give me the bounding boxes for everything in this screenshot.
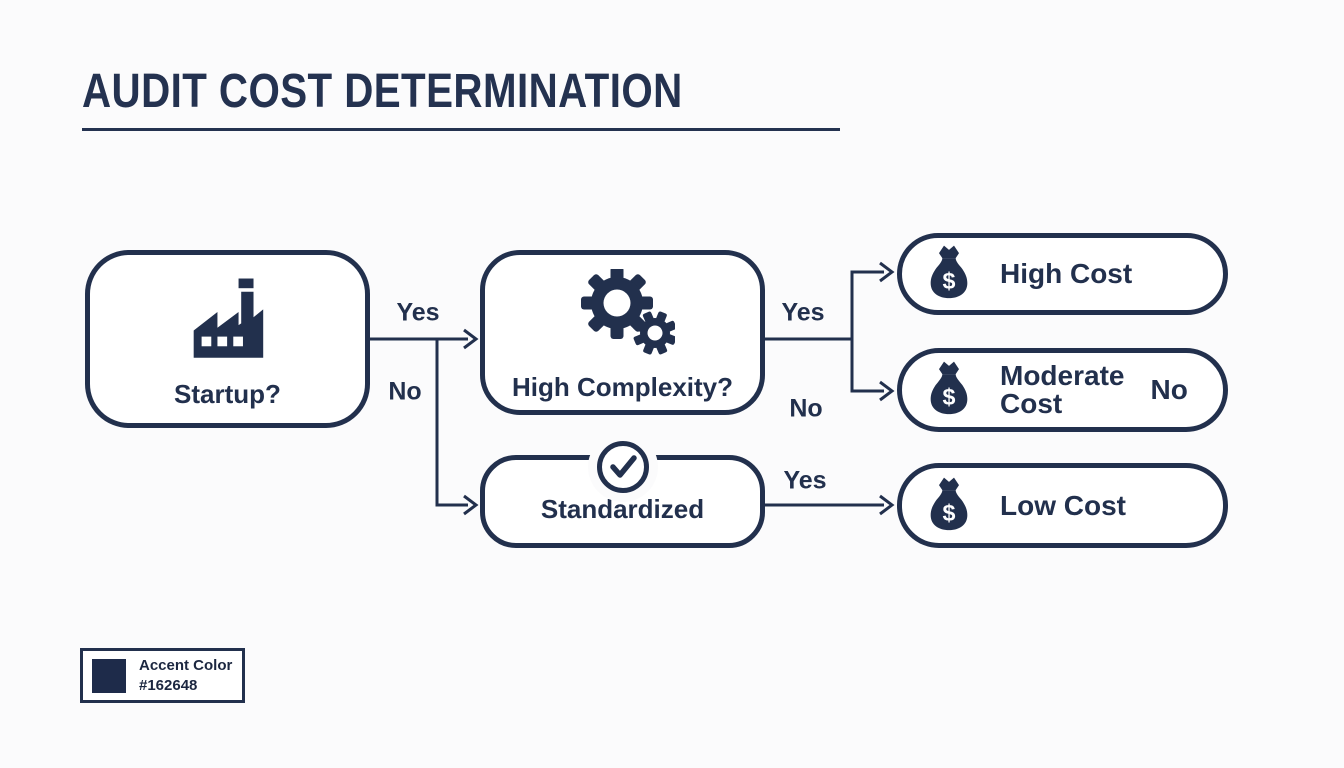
edge-startup-yes: [370, 328, 479, 350]
edge-label-complexity-no: No: [789, 394, 823, 423]
node-high-cost-label: High Cost: [1000, 258, 1133, 289]
edge-startup-no: [435, 339, 479, 516]
node-moderate-cost: $ Moderate Cost No: [897, 348, 1228, 432]
money-bag-icon: $: [924, 476, 974, 536]
node-standardized: Standardized: [480, 441, 765, 548]
title-underline: [82, 128, 840, 131]
node-high-cost: $ High Cost: [897, 233, 1228, 315]
money-bag-icon: $: [924, 360, 974, 420]
node-startup: Startup?: [85, 250, 370, 428]
svg-text:$: $: [943, 384, 956, 410]
node-high-complexity: High Complexity?: [480, 250, 765, 415]
edge-standardized-yes: [765, 494, 895, 516]
edge-label-standardized-yes: Yes: [783, 466, 827, 495]
node-low-cost: $ Low Cost: [897, 463, 1228, 548]
node-moderate-cost-side-label: No: [1150, 374, 1188, 405]
node-moderate-cost-label: Moderate Cost: [1000, 360, 1125, 419]
node-high-complexity-label: High Complexity?: [511, 372, 733, 402]
money-bag-icon: $: [924, 244, 974, 304]
legend-label: Accent Color: [139, 657, 233, 674]
factory-icon: [184, 278, 272, 365]
node-startup-label: Startup?: [174, 378, 281, 409]
legend-accent-color: Accent Color #162648: [80, 648, 245, 703]
svg-text:$: $: [943, 500, 956, 526]
page-title: AUDIT COST DETERMINATION: [82, 65, 683, 118]
node-low-cost-label: Low Cost: [1000, 489, 1126, 521]
edge-complexity-no: [850, 339, 895, 402]
edge-label-complexity-yes: Yes: [781, 298, 825, 327]
node-standardized-label: Standardized: [540, 493, 705, 524]
svg-text:$: $: [943, 268, 956, 294]
gears-icon: [571, 267, 676, 362]
check-circle-icon: [596, 441, 649, 493]
edge-label-startup-no: No: [388, 377, 422, 406]
legend-hex: #162648: [139, 676, 198, 694]
edge-complexity-yes: [765, 261, 895, 341]
accent-color-swatch: [92, 658, 126, 693]
edge-label-startup-yes: Yes: [396, 298, 440, 327]
